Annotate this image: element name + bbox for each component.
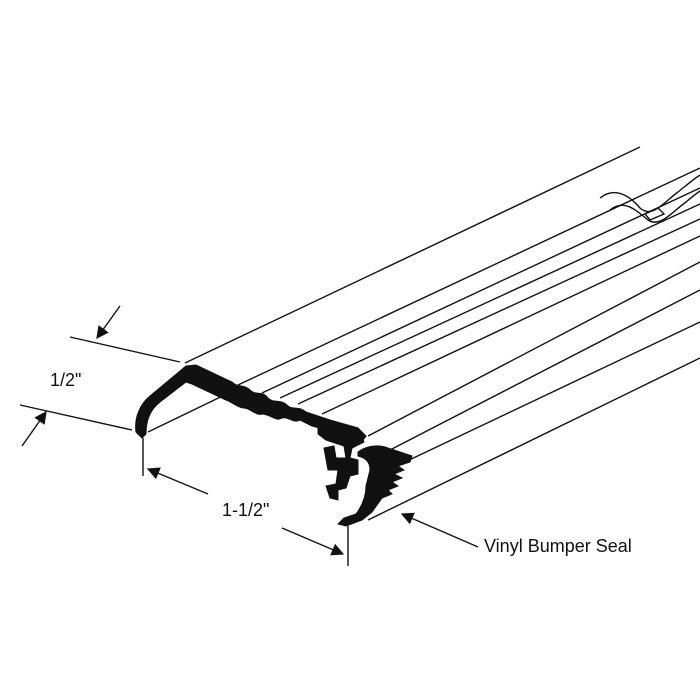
break-line-2 (609, 190, 700, 223)
seal-callout-label: Vinyl Bumper Seal (484, 536, 632, 556)
height-extension-top (69, 336, 181, 363)
front-edge-lower (389, 289, 700, 451)
height-arrow-bottom (21, 410, 47, 447)
break-notch (643, 207, 666, 221)
front-edge-upper (367, 261, 700, 437)
height-extension-bottom (19, 404, 133, 431)
extrusion-body (147, 146, 700, 521)
retainer-channel (317, 425, 365, 501)
top-back-edge (184, 146, 641, 364)
seal-callout-leader (400, 512, 479, 548)
height-dimension-label: 1/2" (50, 370, 81, 390)
ridge-line-4 (297, 218, 700, 405)
ridge-line-3 (279, 203, 700, 399)
break-line (599, 174, 700, 213)
width-arrow-left (146, 467, 209, 495)
height-dimension (19, 305, 181, 447)
width-dimension-label: 1-1/2" (222, 500, 269, 520)
height-arrow-top (96, 305, 121, 340)
ridge-line-5 (321, 235, 700, 415)
seal-bottom-edge (367, 357, 700, 521)
ridge-line-1 (237, 167, 700, 386)
ridge-line-2 (261, 187, 700, 394)
width-arrow-right (281, 527, 345, 556)
bumper-seal-section (337, 445, 413, 527)
seal-top-edge (404, 321, 700, 463)
width-dimension (142, 438, 349, 566)
cross-section-profile (135, 364, 413, 527)
